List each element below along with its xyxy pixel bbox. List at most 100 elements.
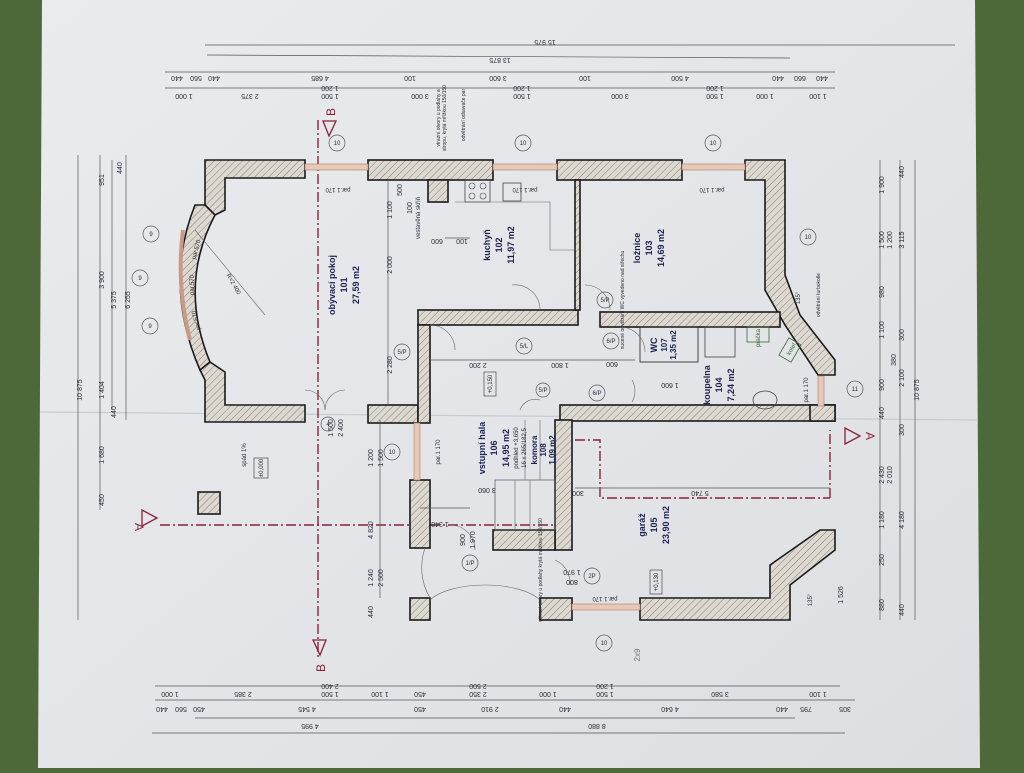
window-tag: 10 — [601, 641, 608, 647]
dim: 600 — [606, 360, 618, 367]
section-b-label: B — [324, 108, 338, 116]
dim: 1 100 — [809, 690, 827, 697]
dim: 380 — [891, 354, 898, 366]
dim: 100 — [579, 74, 591, 81]
dim: 440 — [117, 162, 124, 174]
dim: 1 240 — [368, 569, 375, 587]
level-mark: +0,150 — [488, 374, 494, 393]
dim: 1 100 — [371, 690, 389, 697]
dim: 440 — [368, 606, 375, 618]
room-name: WC — [649, 337, 659, 352]
dim-total-top: 15 975 — [534, 38, 556, 45]
dim: 100 — [404, 74, 416, 81]
room-area: 1,09 m2 — [548, 435, 557, 465]
window-label: par.570 — [191, 309, 202, 331]
room-label-kuchyn: kuchyň 102 11,97 m2 — [482, 226, 516, 264]
window-label: par.570 — [190, 274, 196, 295]
dim: 4 685 — [311, 74, 329, 81]
window — [681, 163, 746, 171]
dim: 2 350 — [469, 690, 487, 697]
dim: 450 — [193, 705, 205, 712]
sink-icon — [502, 182, 522, 202]
window-tag: 10 — [520, 141, 527, 147]
door-swing — [421, 547, 431, 599]
window-label: par.1 170 — [592, 595, 618, 601]
door-tag: 6/P — [606, 339, 615, 345]
room-label-vstupni-hala: vstupní hala 106 14,95 m2 podhled +3,650… — [477, 421, 528, 475]
room-label-komora: komora 108 1,09 m2 — [530, 435, 557, 465]
washer-box — [746, 326, 770, 343]
dim: 3 060 — [478, 486, 496, 493]
dim: 1 970 — [470, 531, 477, 549]
windows — [178, 163, 825, 611]
dim: 1 500 — [513, 92, 531, 99]
dim: 250 — [879, 554, 886, 566]
dim: 4 820 — [368, 521, 375, 539]
section-a-arrow-right — [844, 426, 862, 446]
dim: 1 200 — [887, 231, 894, 249]
dim: 300 — [899, 424, 906, 436]
dim: 2 200 — [469, 361, 487, 368]
door-swing — [429, 324, 456, 351]
dim: 1 000 — [539, 690, 557, 697]
room-area: 23,90 m2 — [661, 506, 671, 544]
dim: 1 000 — [756, 92, 774, 99]
dim: 2 430 — [879, 466, 886, 484]
dim: 1 600 — [661, 381, 679, 388]
dim: 440 — [772, 74, 784, 81]
dim: 440 — [899, 604, 906, 616]
room-area: 14,69 m2 — [656, 229, 666, 267]
door-swing — [519, 398, 541, 411]
dim: 1 500 — [596, 690, 614, 697]
dim: 1 200 — [706, 84, 724, 91]
dim: 980 — [879, 286, 886, 298]
door-tag: 6/P — [592, 391, 601, 397]
dim: 800 — [566, 578, 578, 585]
dim: 10 875 — [77, 379, 84, 401]
window-tags: 10 10 10 10 10 11 9 9 9 10 — [131, 134, 864, 652]
dim: 6 255 — [125, 291, 132, 309]
dim-top: 13 875 — [489, 56, 511, 63]
dim: 1 900 — [879, 176, 886, 194]
dim: 1 500 — [321, 92, 339, 99]
door-swing — [631, 379, 636, 403]
dim: 8 880 — [588, 722, 606, 729]
window — [571, 603, 641, 611]
dim: 1 100 — [809, 92, 827, 99]
door-swing — [554, 559, 571, 586]
dim: 1 800 — [551, 361, 569, 368]
dim: 440 — [111, 406, 118, 418]
dim: 3 900 — [99, 271, 106, 289]
doors — [304, 284, 646, 601]
boiler-box — [778, 337, 802, 363]
dim: 4 545 — [298, 705, 316, 712]
dimensions-bottom: 1 000 2 385 1 500 2 400 1 100 450 2 350 … — [152, 682, 855, 734]
window-tag: 10 — [710, 141, 717, 147]
room-name: kuchyň — [482, 229, 492, 261]
window-labels: par.1 170 par.1 170 par.1 170 par.1 170 … — [190, 186, 810, 601]
dim: 100 — [456, 237, 468, 244]
dim: 1 500 — [879, 231, 886, 249]
window — [304, 163, 369, 171]
dim: 660 — [794, 74, 806, 81]
dimensions-top: 15 975 13 875 440 560 440 4 685 100 3 60… — [165, 38, 955, 99]
dim: 4 500 — [671, 74, 689, 81]
boiler-label: kotel — [786, 343, 798, 357]
pencil-note: 2x9 — [633, 648, 642, 661]
dim: 1 000 — [161, 690, 179, 697]
door-swing — [304, 389, 326, 411]
note-slope: spád 1% — [242, 443, 248, 467]
dim: 3 000 — [411, 92, 429, 99]
note-wc-vent: nucené odvětrání WC vyvedeno nad střechu — [620, 250, 626, 349]
dim: 2 375 — [241, 92, 259, 99]
dim: 300 — [899, 329, 906, 341]
dim: 5 740 — [691, 489, 709, 496]
dim: 1 680 — [99, 446, 106, 464]
door-tag: 5/L — [520, 344, 529, 350]
room-area: 14,95 m2 — [501, 429, 511, 467]
door-swing — [619, 326, 646, 353]
dim: 2 385 — [234, 690, 252, 697]
staircase — [494, 420, 556, 531]
dim: 560 — [175, 705, 187, 712]
